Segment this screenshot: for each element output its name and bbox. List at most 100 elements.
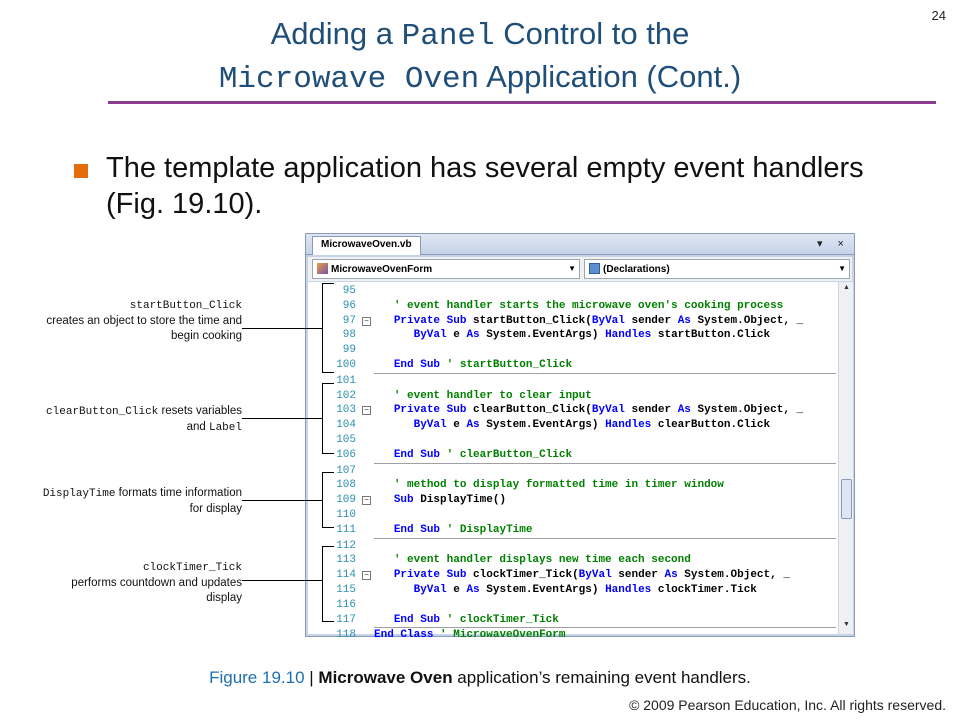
code-line[interactable]: 113 ' event handler displays new time ea… (308, 553, 838, 568)
code-text: End Sub ' clearButton_Click (393, 448, 573, 461)
code-editor-window: MicrowaveOven.vb ▾ × MicrowaveOvenForm ▼… (305, 233, 855, 641)
line-number: 111 (336, 523, 356, 536)
title-text-3: Application (Cont.) (479, 59, 742, 94)
scroll-up-icon[interactable]: ▲ (843, 284, 850, 291)
callout-text: performs countdown and updates display (71, 577, 242, 604)
chevron-down-icon: ▼ (568, 264, 576, 273)
line-number: 99 (342, 344, 356, 357)
line-number: 100 (336, 358, 356, 371)
line-number: 103 (336, 404, 356, 417)
line-number: 110 (336, 508, 356, 521)
callout-code: clearButton_Click (46, 406, 159, 418)
scrollbar-thumb[interactable] (841, 479, 852, 519)
procedure-separator (374, 372, 836, 374)
code-line[interactable]: 115 ByVal e As System.EventArgs) Handles… (308, 583, 838, 598)
callout-text: creates an object to store the time and … (46, 315, 242, 342)
collapse-icon[interactable]: − (362, 496, 371, 506)
navigation-bar: MicrowaveOvenForm ▼ (Declarations) ▼ (308, 257, 852, 281)
code-line[interactable]: 102 ' event handler to clear input (308, 389, 838, 404)
bullet-square-icon (74, 164, 88, 178)
tab-window-buttons[interactable]: ▾ × (816, 238, 850, 250)
code-text: ByVal e As System.EventArgs) Handles clo… (413, 583, 757, 596)
callout-leader (242, 580, 322, 581)
line-number: 118 (336, 629, 356, 642)
callout-leader (242, 418, 322, 419)
code-line[interactable]: 112 (308, 539, 838, 554)
collapse-icon[interactable]: − (362, 316, 371, 326)
line-number: 104 (336, 419, 356, 432)
figure-number: Figure 19.10 (209, 668, 305, 687)
code-line[interactable]: 116 (308, 598, 838, 613)
code-line[interactable]: 109− Sub DisplayTime() (308, 493, 838, 508)
method-name-dropdown[interactable]: (Declarations) ▼ (584, 259, 850, 279)
vertical-scrollbar[interactable]: ▲ ▼ (838, 282, 853, 634)
code-line[interactable]: 111 End Sub ' DisplayTime (308, 523, 838, 538)
code-text: ByVal e As System.EventArgs) Handles cle… (413, 419, 771, 432)
title-code: Panel (401, 19, 495, 54)
code-line[interactable]: 98 ByVal e As System.EventArgs) Handles … (308, 328, 838, 343)
collapse-icon[interactable]: − (362, 571, 371, 581)
callout-code-2: Label (208, 422, 242, 434)
line-number: 101 (336, 374, 356, 387)
code-line[interactable]: 99 (308, 343, 838, 358)
line-number: 98 (342, 329, 356, 342)
line-number: 116 (336, 598, 356, 611)
code-line[interactable]: 96 ' event handler starts the microwave … (308, 299, 838, 314)
caption-text: application’s remaining event handlers. (452, 668, 751, 687)
code-line[interactable]: 108 ' method to display formatted time i… (308, 478, 838, 493)
code-text: ' method to display formatted time in ti… (393, 479, 724, 492)
bullet-item: The template application has several emp… (74, 150, 894, 222)
line-number: 109 (336, 494, 356, 507)
code-line[interactable]: 117 End Sub ' clockTimer_Tick (308, 613, 838, 628)
code-text: End Sub ' startButton_Click (393, 358, 573, 371)
editor-tab-bar: MicrowaveOven.vb ▾ × (306, 234, 854, 255)
bracket-clocktimer (322, 546, 334, 622)
procedure-separator (374, 462, 836, 464)
code-text: Sub DisplayTime() (393, 494, 507, 507)
line-number: 107 (336, 464, 356, 477)
page-title: Adding a Panel Control to the Microwave … (0, 14, 960, 100)
line-number: 117 (336, 613, 356, 626)
code-line[interactable]: 110 (308, 508, 838, 523)
code-line[interactable]: 103− Private Sub clearButton_Click(ByVal… (308, 403, 838, 418)
code-line[interactable]: 97− Private Sub startButton_Click(ByVal … (308, 314, 838, 329)
class-name-dropdown[interactable]: MicrowaveOvenForm ▼ (312, 259, 580, 279)
code-line[interactable]: 105 (308, 433, 838, 448)
scroll-down-icon[interactable]: ▼ (843, 621, 850, 628)
class-name-value: MicrowaveOvenForm (331, 264, 433, 275)
procedure-separator (374, 627, 836, 629)
bracket-startbutton (322, 283, 334, 373)
callout-text: formats time information for display (115, 487, 242, 515)
line-number: 105 (336, 433, 356, 446)
code-line[interactable]: 100 End Sub ' startButton_Click (308, 358, 838, 373)
line-number: 96 (342, 299, 356, 312)
code-line[interactable]: 95 (308, 284, 838, 299)
bracket-clearbutton (322, 383, 334, 454)
callout-leader (242, 328, 322, 329)
line-number: 112 (336, 539, 356, 552)
callout-leader (242, 500, 322, 501)
declarations-icon (589, 263, 600, 274)
line-number: 114 (336, 569, 356, 582)
tab-microwaveoven-vb[interactable]: MicrowaveOven.vb (312, 236, 421, 255)
callout-startbutton: startButton_Click creates an object to s… (40, 298, 242, 344)
code-line[interactable]: 107 (308, 464, 838, 479)
callout-clearbutton: clearButton_Click resets variables and L… (40, 404, 242, 436)
code-text: Private Sub startButton_Click(ByVal send… (393, 314, 804, 327)
code-line[interactable]: 101 (308, 374, 838, 389)
line-number: 97 (342, 314, 356, 327)
code-line[interactable]: 106 End Sub ' clearButton_Click (308, 448, 838, 463)
figure-caption: Figure 19.10 | Microwave Oven applicatio… (0, 668, 960, 688)
procedure-separator (374, 537, 836, 539)
collapse-icon[interactable]: − (362, 406, 371, 416)
code-line[interactable]: 104 ByVal e As System.EventArgs) Handles… (308, 418, 838, 433)
code-line[interactable]: 114− Private Sub clockTimer_Tick(ByVal s… (308, 568, 838, 583)
method-name-value: (Declarations) (603, 264, 670, 275)
code-text: Private Sub clearButton_Click(ByVal send… (393, 404, 804, 417)
code-text: End Sub ' clockTimer_Tick (393, 613, 559, 626)
line-number: 115 (336, 583, 356, 596)
title-text: Adding a (270, 16, 402, 51)
